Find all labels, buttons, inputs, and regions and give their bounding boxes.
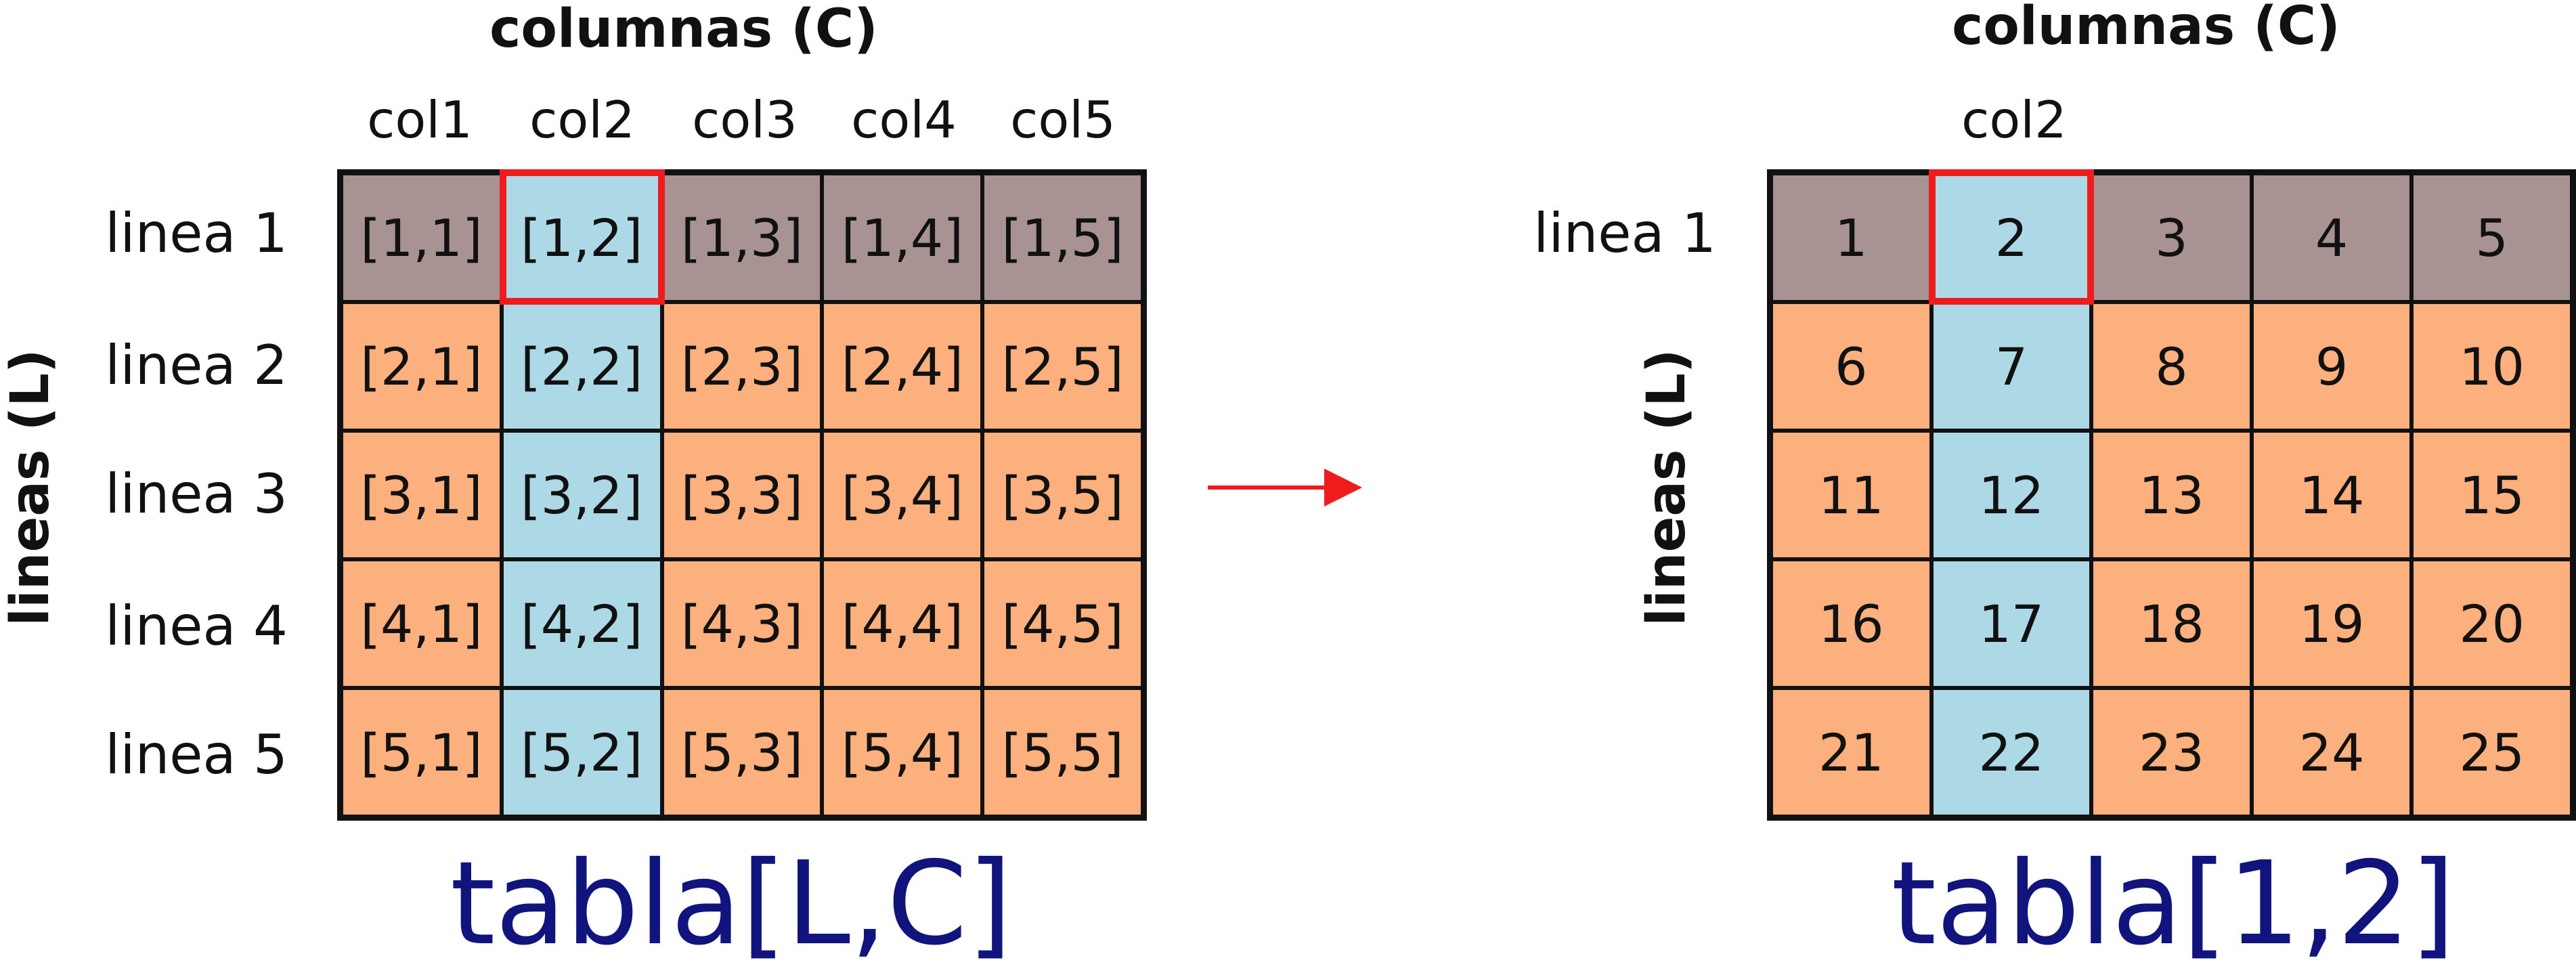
right-cell-3-3: 13	[2091, 431, 2252, 559]
left-cell-4-1: [4,1]	[341, 559, 502, 688]
left-col-header-5: col5	[1010, 90, 1116, 150]
left-cell-1-4: [1,4]	[822, 173, 983, 302]
left-cell-1-1: [1,1]	[341, 173, 502, 302]
left-col-header-2: col2	[529, 90, 635, 150]
right-cell-3-2: 12	[1931, 431, 2092, 559]
left-cell-5-2: [5,2]	[501, 688, 662, 817]
right-table-grid: 1 2 3 4 5 6 7 8 9 10 11 12 13 14 15 16 1…	[1767, 169, 2576, 821]
right-cell-1-1: 1	[1771, 173, 1931, 302]
left-cell-2-1: [2,1]	[341, 302, 502, 431]
left-cell-1-2: [1,2]	[501, 173, 662, 302]
left-row-label-4: linea 4	[105, 595, 288, 657]
right-cell-4-4: 19	[2251, 559, 2412, 688]
right-cell-3-5: 15	[2411, 431, 2572, 559]
left-col-header-4: col4	[851, 90, 957, 150]
left-cell-5-3: [5,3]	[661, 688, 823, 817]
left-cell-2-3: [2,3]	[661, 302, 823, 431]
right-cell-2-3: 8	[2091, 302, 2252, 431]
right-cell-5-1: 21	[1771, 688, 1931, 817]
left-row-label-2: linea 2	[105, 334, 288, 397]
right-row-label: linea 1	[1533, 202, 1716, 265]
right-cell-2-1: 6	[1771, 302, 1931, 431]
left-col-header-1: col1	[367, 90, 473, 150]
right-cell-2-2: 7	[1931, 302, 2092, 431]
left-cell-4-2: [4,2]	[501, 559, 662, 688]
left-cell-4-3: [4,3]	[661, 559, 823, 688]
right-columns-title: columnas (C)	[1952, 0, 2340, 57]
right-arrow-icon	[1208, 469, 1362, 506]
left-row-label-5: linea 5	[105, 723, 288, 786]
right-cell-4-3: 18	[2091, 559, 2252, 688]
right-rows-title: lineas (L)	[1636, 349, 1697, 626]
right-cell-4-2: 17	[1931, 559, 2092, 688]
left-cell-4-5: [4,5]	[982, 559, 1143, 688]
right-cell-2-4: 9	[2251, 302, 2412, 431]
right-cell-3-1: 11	[1771, 431, 1931, 559]
left-cell-1-5: [1,5]	[982, 173, 1143, 302]
left-row-label-3: linea 3	[105, 462, 288, 525]
right-cell-2-5: 10	[2411, 302, 2572, 431]
left-row-label-1: linea 1	[105, 202, 288, 265]
right-cell-4-1: 16	[1771, 559, 1931, 688]
left-caption: tabla[L,C]	[450, 837, 1013, 971]
right-cell-1-4: 4	[2251, 173, 2412, 302]
left-cell-4-4: [4,4]	[822, 559, 983, 688]
left-table-grid: [1,1] [1,2] [1,3] [1,4] [1,5] [2,1] [2,2…	[337, 169, 1147, 821]
left-cell-5-4: [5,4]	[822, 688, 983, 817]
left-cell-5-5: [5,5]	[982, 688, 1143, 817]
right-cell-5-5: 25	[2411, 688, 2572, 817]
left-cell-2-2: [2,2]	[501, 302, 662, 431]
right-cell-1-2: 2	[1931, 173, 2092, 302]
left-cell-5-1: [5,1]	[341, 688, 502, 817]
left-cell-2-5: [2,5]	[982, 302, 1143, 431]
left-cell-2-4: [2,4]	[822, 302, 983, 431]
right-cell-3-4: 14	[2251, 431, 2412, 559]
left-cell-3-2: [3,2]	[501, 431, 662, 559]
right-cell-5-3: 23	[2091, 688, 2252, 817]
right-cell-1-3: 3	[2091, 173, 2252, 302]
right-cell-5-4: 24	[2251, 688, 2412, 817]
left-cell-3-5: [3,5]	[982, 431, 1143, 559]
left-cell-1-3: [1,3]	[661, 173, 823, 302]
left-rows-title: lineas (L)	[0, 349, 61, 626]
right-cell-5-2: 22	[1931, 688, 2092, 817]
right-col-header: col2	[1961, 90, 2067, 150]
right-caption: tabla[1,2]	[1891, 837, 2455, 971]
right-cell-1-5: 5	[2411, 173, 2572, 302]
right-cell-4-5: 20	[2411, 559, 2572, 688]
left-cell-3-3: [3,3]	[661, 431, 823, 559]
left-cell-3-1: [3,1]	[341, 431, 502, 559]
left-col-header-3: col3	[692, 90, 798, 150]
left-columns-title: columnas (C)	[489, 0, 878, 60]
left-cell-3-4: [3,4]	[822, 431, 983, 559]
